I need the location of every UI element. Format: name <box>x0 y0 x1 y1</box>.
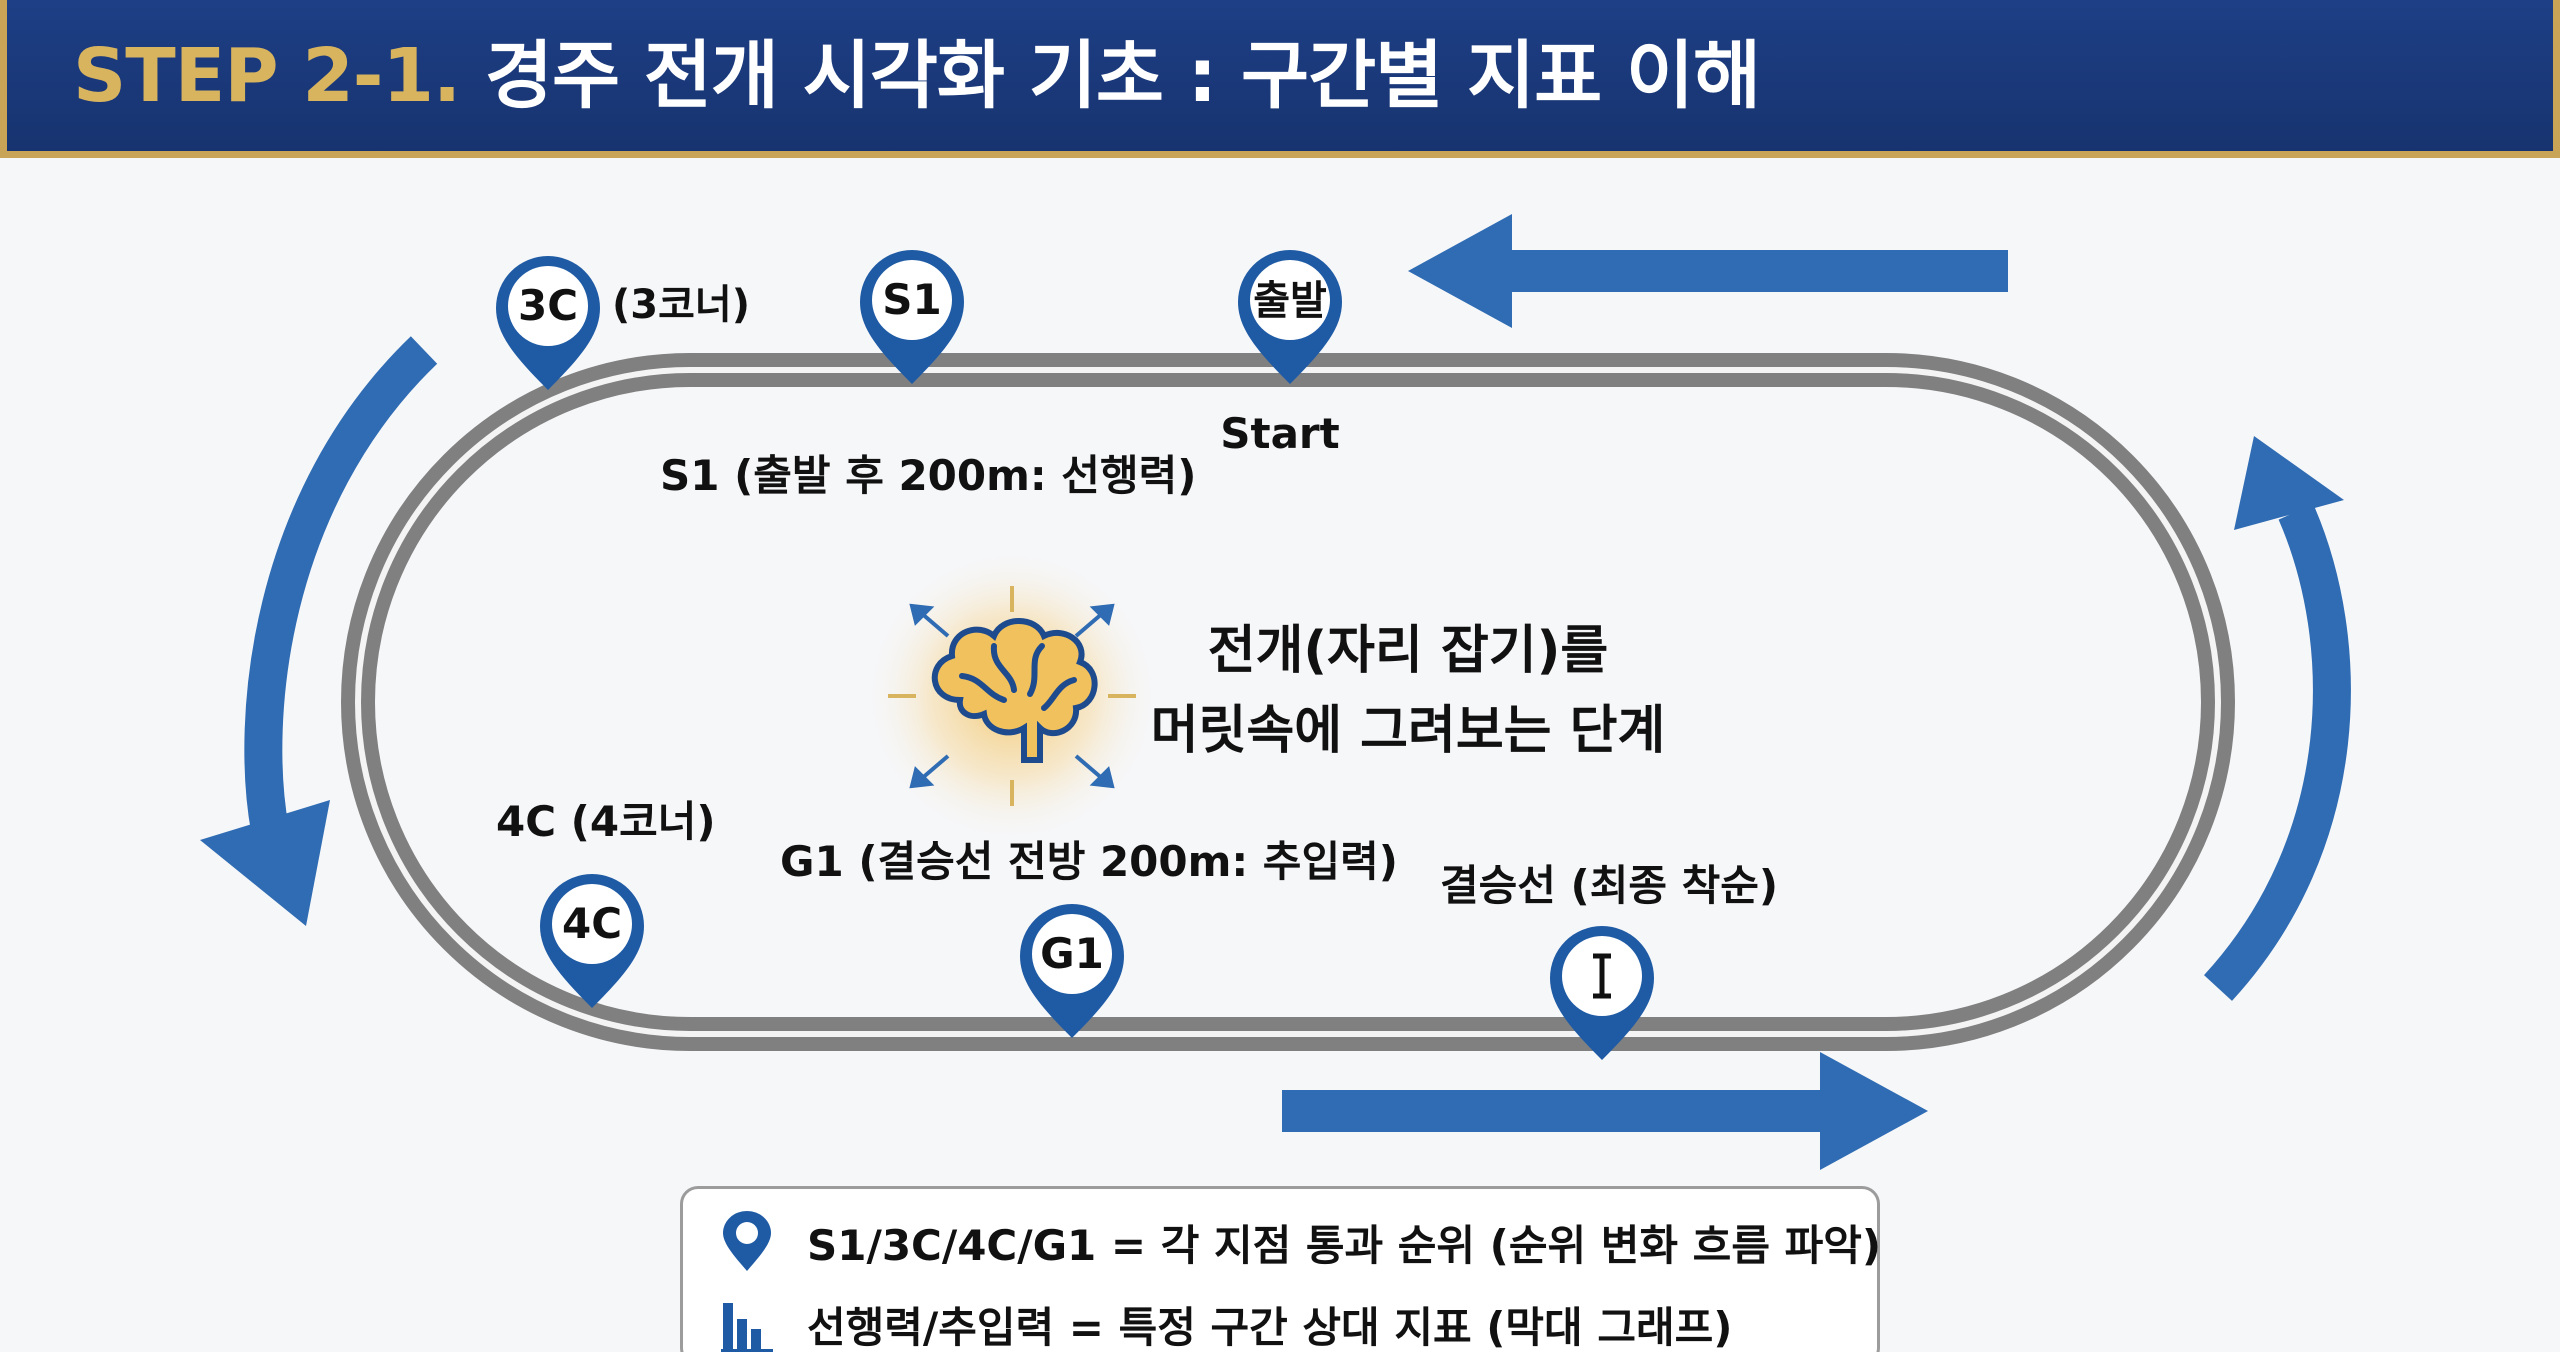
arrow-bottom-shaft <box>1282 1090 1842 1132</box>
title-text: 경주 전개 시각화 기초 : 구간별 지표 이해 <box>484 33 1761 119</box>
pin-4c: 4C <box>540 874 644 1008</box>
arrow-left-head <box>200 800 330 926</box>
legend-row-positions: S1/3C/4C/G1 = 각 지점 통과 순위 (순위 변화 흐름 파악) <box>719 1207 1881 1277</box>
page-title: STEP 2-1. 경주 전개 시각화 기초 : 구간별 지표 이해 <box>73 26 1761 126</box>
legend-box: S1/3C/4C/G1 = 각 지점 통과 순위 (순위 변화 흐름 파악) 선… <box>680 1186 1881 1352</box>
header-banner: STEP 2-1. 경주 전개 시각화 기초 : 구간별 지표 이해 <box>0 0 2560 158</box>
pin-finish <box>1550 926 1654 1060</box>
4c-label: 4C (4코너) <box>496 797 716 846</box>
step-label: STEP 2-1. <box>73 33 461 119</box>
start-label: Start <box>1220 409 1339 458</box>
center-text-line1: 전개(자리 잡기)를 <box>1208 621 1609 681</box>
pin-start: 출발 <box>1238 250 1342 384</box>
radiating-lines <box>888 586 1136 806</box>
pin-g1: G1 <box>1020 904 1124 1038</box>
center-text-line2: 머릿속에 그려보는 단계 <box>1151 701 1666 761</box>
brain-icon <box>931 618 1098 763</box>
expand-arrows <box>909 603 1115 789</box>
map-pin-icon <box>723 1211 771 1271</box>
center-illustration <box>862 546 1162 846</box>
start-marker-text: 출발 <box>1253 278 1327 324</box>
bar-chart-icon <box>721 1303 773 1352</box>
arrow-top-head <box>1408 214 1512 328</box>
finish-label: 결승선 (최종 착순) <box>1440 861 1778 910</box>
arrow-right-head <box>2234 436 2344 530</box>
4c-marker-text: 4C <box>562 899 622 948</box>
g1-marker-text: G1 <box>1040 929 1104 978</box>
diagram-canvas: 전개(자리 잡기)를 머릿속에 그려보는 단계 출발 Start S1 S1 (… <box>0 160 2560 1352</box>
arrow-top-shaft <box>1488 250 2008 292</box>
legend-row2-text: 선행력/추입력 = 특정 구간 상대 지표 (막대 그래프) <box>807 1302 1733 1352</box>
s1-label: S1 (출발 후 200m: 선행력) <box>660 451 1196 500</box>
g1-label: G1 (결승선 전방 200m: 추입력) <box>780 837 1398 886</box>
s1-marker-text: S1 <box>882 275 941 324</box>
3c-marker-text: 3C <box>518 281 578 330</box>
pin-s1: S1 <box>860 250 964 384</box>
arrow-right-curve <box>2204 504 2351 1001</box>
direction-arrows <box>200 214 2351 1170</box>
track-diagram: 전개(자리 잡기)를 머릿속에 그려보는 단계 출발 Start S1 S1 (… <box>200 214 2351 1170</box>
pin-3c: 3C <box>496 256 600 390</box>
3c-label: (3코너) <box>612 282 750 328</box>
arrow-bottom-head <box>1820 1052 1928 1170</box>
legend-row1-text: S1/3C/4C/G1 = 각 지점 통과 순위 (순위 변화 흐름 파악) <box>807 1220 1882 1270</box>
legend-row-metrics: 선행력/추입력 = 특정 구간 상대 지표 (막대 그래프) <box>719 1289 1732 1352</box>
arrow-left-curve <box>244 336 438 834</box>
finish-line-icon <box>1593 953 1611 999</box>
